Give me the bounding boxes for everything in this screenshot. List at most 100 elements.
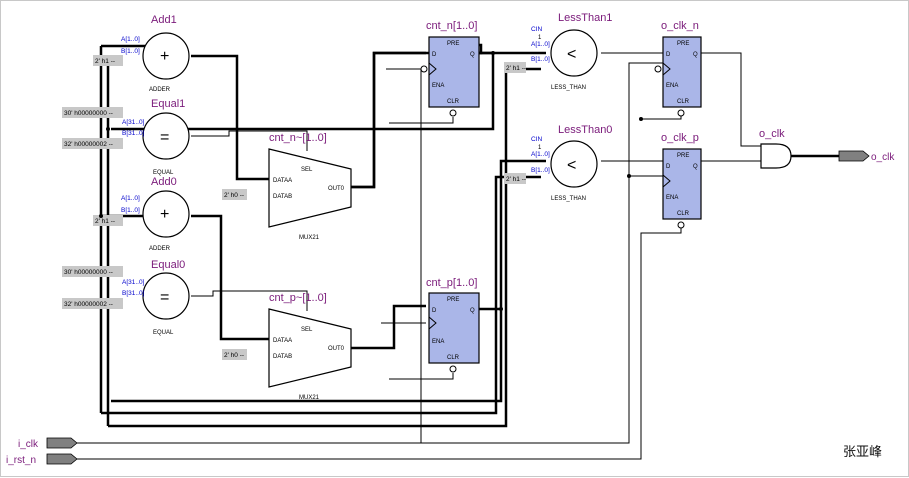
mux-n-title: cnt_n~[1..0] — [269, 132, 327, 144]
reg-n-d: D — [432, 52, 437, 58]
lt1-cin: CIN — [531, 26, 543, 33]
lt1-one: 1 — [538, 35, 542, 41]
equal0-title: Equal0 — [151, 259, 185, 271]
lt0-symbol: < — [567, 157, 576, 174]
const-add1-b: 2' h1 -- — [95, 58, 115, 65]
mux-p-out: OUT0 — [328, 346, 345, 352]
reg-n-q: Q — [470, 52, 475, 58]
const-mux-p-b: 2' h0 -- — [224, 352, 244, 359]
signature: 张亚峰 — [843, 445, 882, 460]
reg-p-q: Q — [470, 308, 475, 314]
mux-p-block[interactable]: cnt_p~[1..0] SEL DATAA DATAB OUT0 MUX21 — [268, 292, 352, 401]
mux-n-type: MUX21 — [299, 235, 320, 241]
oclkp-block[interactable]: o_clk_p PRE D Q ENA CLR — [661, 132, 702, 229]
equal0-block[interactable]: Equal0 = A[31..0] B[31..0] EQUAL — [122, 259, 190, 336]
oclkn-q: Q — [693, 52, 698, 58]
oclkp-title: o_clk_p — [661, 132, 699, 144]
lt1-pin-a: A[1..0] — [531, 41, 550, 48]
port-o-clk[interactable]: o_clk — [838, 150, 895, 163]
add1-pin-a: A[1..0] — [121, 36, 140, 43]
const-eq1-b: 32' h00000002 -- — [64, 141, 113, 148]
reg-p-block[interactable]: cnt_p[1..0] PRE D Q ENA CLR — [426, 277, 480, 373]
equal1-pin-b: B[31..0] — [122, 130, 145, 137]
add0-type: ADDER — [149, 246, 171, 252]
equal1-title: Equal1 — [151, 98, 185, 110]
const-eq0-b: 32' h00000002 -- — [64, 301, 113, 308]
reg-n-clr: CLR — [447, 99, 460, 105]
reg-p-title: cnt_p[1..0] — [426, 277, 477, 289]
mux-p-datab: DATAB — [273, 354, 292, 360]
oclkn-clr: CLR — [677, 99, 690, 105]
constants: 2' h1 -- 30' h00000000 -- 32' h00000002 … — [62, 55, 526, 360]
const-mux-n-b: 2' h0 -- — [224, 192, 244, 199]
equal1-block[interactable]: Equal1 = A[31..0] B[31..0] EQUAL — [122, 98, 190, 176]
lt1-symbol: < — [567, 46, 576, 63]
or-gate[interactable]: o_clk — [759, 128, 792, 169]
mux-p-sel: SEL — [301, 327, 313, 333]
junctions — [99, 51, 643, 311]
mux-p-title: cnt_p~[1..0] — [269, 292, 327, 304]
lt1-block[interactable]: LessThan1 < CIN 1 A[1..0] B[1..0] LESS_T… — [531, 12, 612, 91]
add0-title: Add0 — [151, 176, 177, 188]
equal1-type: EQUAL — [153, 170, 174, 176]
add0-block[interactable]: Add0 + A[1..0] B[1..0] ADDER — [121, 176, 190, 252]
add1-pin-b: B[1..0] — [121, 48, 140, 55]
oclkn-ena: ENA — [666, 83, 678, 89]
lt1-type: LESS_THAN — [551, 85, 586, 91]
port-i-rst-n[interactable]: i_rst_n — [6, 453, 78, 466]
equal0-symbol: = — [160, 289, 169, 306]
add1-type: ADDER — [149, 87, 171, 93]
add0-symbol: + — [160, 206, 169, 223]
oclkp-q: Q — [693, 164, 698, 170]
add0-pin-b: B[1..0] — [121, 207, 140, 214]
reg-p-clr: CLR — [447, 355, 460, 361]
const-eq0-a: 30' h00000000 -- — [64, 269, 113, 276]
reg-n-ena: ENA — [432, 83, 444, 89]
const-lt1-b: 2' h1 -- — [506, 65, 526, 72]
lt1-title: LessThan1 — [558, 12, 612, 24]
port-i-clk-label: i_clk — [18, 439, 39, 450]
port-o-clk-label: o_clk — [871, 152, 895, 163]
gate-title: o_clk — [759, 128, 785, 140]
oclkp-clr: CLR — [677, 211, 690, 217]
oclkn-block[interactable]: o_clk_n PRE D Q ENA CLR — [654, 20, 702, 117]
oclkp-d: D — [666, 164, 671, 170]
mux-n-sel: SEL — [301, 167, 313, 173]
mux-n-out: OUT0 — [328, 186, 345, 192]
oclkn-d: D — [666, 52, 671, 58]
add1-title: Add1 — [151, 14, 177, 26]
lt0-type: LESS_THAN — [551, 196, 586, 202]
wires — [76, 43, 839, 460]
reg-n-block[interactable]: cnt_n[1..0] PRE D Q ENA CLR — [420, 20, 480, 117]
port-i-clk[interactable]: i_clk — [18, 437, 78, 450]
lt0-pin-b: B[1..0] — [531, 167, 550, 174]
oclkp-pre: PRE — [677, 153, 689, 159]
reg-p-pre: PRE — [447, 297, 459, 303]
mux-n-dataa: DATAA — [273, 178, 292, 184]
add0-pin-a: A[1..0] — [121, 195, 140, 202]
equal0-type: EQUAL — [153, 330, 174, 336]
port-i-rst-n-label: i_rst_n — [6, 455, 36, 466]
mux-p-dataa: DATAA — [273, 338, 292, 344]
reg-p-ena: ENA — [432, 339, 444, 345]
const-add0-b: 2' h1 -- — [95, 218, 115, 225]
lt0-pin-a: A[1..0] — [531, 151, 550, 158]
lt0-cin: CIN — [531, 136, 543, 143]
oclkn-pre: PRE — [677, 41, 689, 47]
mux-n-datab: DATAB — [273, 194, 292, 200]
equal0-pin-b: B[31..0] — [122, 290, 145, 297]
equal1-symbol: = — [160, 129, 169, 146]
const-lt0-b: 2' h1 -- — [506, 176, 526, 183]
equal1-pin-a: A[31..0] — [122, 119, 145, 126]
add1-symbol: + — [160, 48, 169, 65]
reg-p-d: D — [432, 308, 437, 314]
reg-n-pre: PRE — [447, 41, 459, 47]
mux-p-type: MUX21 — [299, 395, 320, 401]
lt0-block[interactable]: LessThan0 < CIN 1 A[1..0] B[1..0] LESS_T… — [531, 124, 612, 202]
const-eq1-a: 30' h00000000 -- — [64, 110, 113, 117]
mux-n-block[interactable]: cnt_n~[1..0] SEL DATAA DATAB OUT0 MUX21 — [268, 132, 352, 241]
add1-block[interactable]: Add1 + A[1..0] B[1..0] ADDER — [121, 14, 190, 93]
lt0-title: LessThan0 — [558, 124, 612, 136]
